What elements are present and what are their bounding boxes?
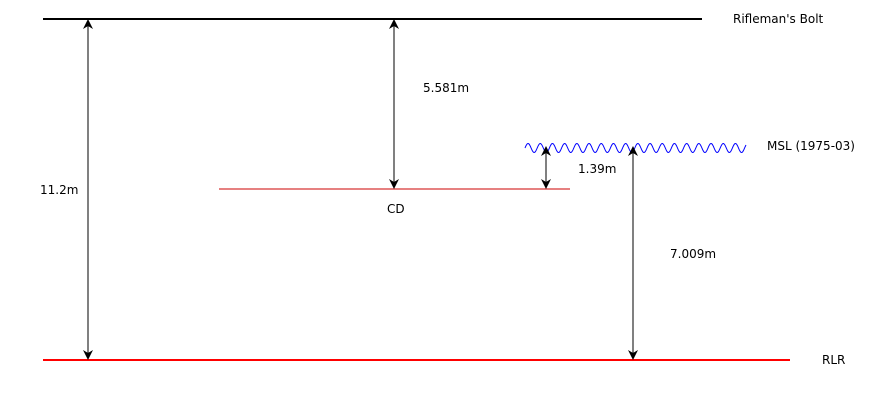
msl-to-cd-measurement: 1.39m — [578, 162, 616, 176]
bolt-to-cd-measurement: 5.581m — [423, 81, 469, 95]
bolt-to-rlr-measurement: 11.2m — [40, 183, 78, 197]
msl-wave-line — [524, 142, 747, 154]
msl-label: MSL (1975-03) — [767, 139, 855, 153]
msl-to-rlr-measurement: 7.009m — [670, 247, 716, 261]
rlr-label: RLR — [822, 353, 845, 367]
cd-label: CD — [387, 202, 405, 216]
riflemans-bolt-label: Rifleman's Bolt — [733, 12, 824, 26]
